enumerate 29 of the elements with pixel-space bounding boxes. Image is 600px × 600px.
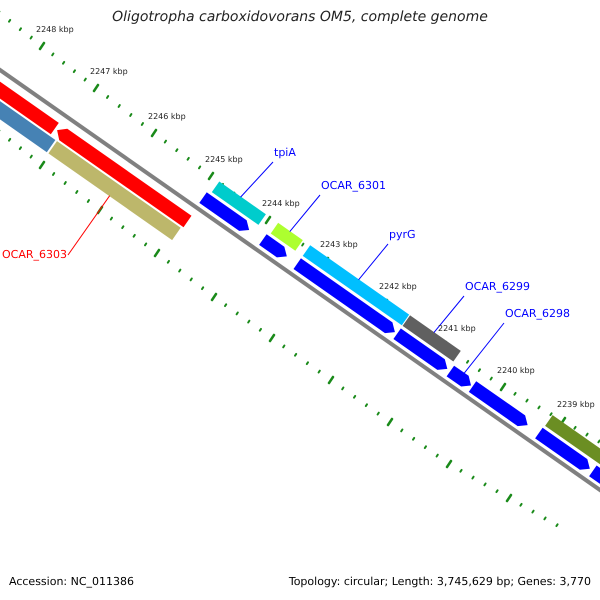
title: Oligotropha carboxidovorans OM5, complete genome	[111, 9, 489, 25]
gene-label: OCAR_6301	[321, 178, 386, 194]
gene-feature	[270, 222, 303, 251]
scale-label: 2239 kbp	[557, 399, 595, 411]
gene-label: OCAR_6298	[505, 306, 570, 322]
gene-label: OCAR_6299	[465, 279, 530, 295]
scale-label: 2240 kbp	[497, 365, 535, 377]
scale-label: 2247 kbp	[90, 66, 128, 78]
gene-label: OCAR_6303	[2, 247, 67, 263]
scale-label: 2245 kbp	[205, 154, 243, 166]
gene-feature	[446, 366, 472, 387]
scale-label: 2248 kbp	[36, 24, 74, 36]
leader-line	[358, 244, 388, 280]
scale-label: 2246 kbp	[148, 111, 186, 123]
scale-label: 2241 kbp	[438, 323, 476, 335]
gene-label: tpiA	[274, 145, 296, 161]
gene-label: pyrG	[389, 227, 416, 243]
scale-label: 2244 kbp	[262, 198, 300, 210]
gene-feature	[48, 141, 181, 240]
leader-line	[464, 322, 504, 374]
gene-feature	[402, 315, 461, 362]
leader-line	[433, 296, 464, 334]
leader-line	[68, 195, 110, 256]
scale-label: 2243 kbp	[320, 239, 358, 251]
accession-text: Accession: NC_011386	[9, 574, 134, 590]
genome-info-text: Topology: circular; Length: 3,745,629 bp; Genes: 3,770	[288, 574, 591, 590]
leader-line	[240, 162, 274, 198]
scale-label: 2242 kbp	[379, 281, 417, 293]
leader-line	[289, 194, 320, 232]
